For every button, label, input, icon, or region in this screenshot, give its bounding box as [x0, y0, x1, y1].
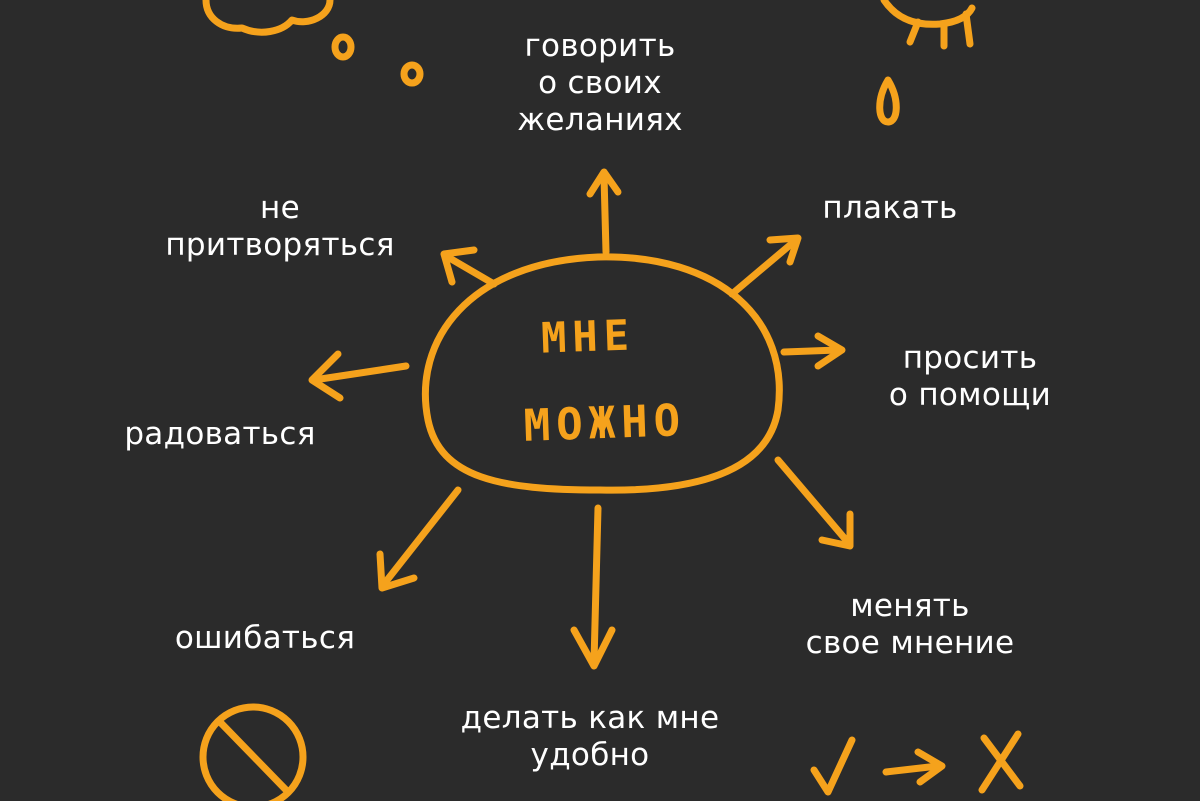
label-speak-wishes: говорить о своих желаниях [517, 28, 683, 138]
center-title-line-1: МНЕ [540, 310, 636, 363]
label-make-mistakes: ошибаться [174, 620, 356, 656]
arrow-up [586, 168, 622, 256]
arrow-down-right [774, 456, 854, 550]
sad-cloud-icon [202, 0, 424, 87]
label-do-as-convenient: делать как мне удобно [460, 700, 720, 773]
arrow-up-left [440, 246, 498, 288]
crying-eye-icon [876, 0, 976, 126]
label-cry: плакать [822, 190, 958, 226]
prohibition-sign-icon [199, 703, 307, 801]
arrow-down-left [376, 486, 462, 592]
label-change-mind: менять свое мнение [805, 588, 1015, 661]
arrow-right [780, 332, 846, 370]
label-rejoice: радоваться [124, 416, 316, 452]
label-not-pretend: не притворяться [165, 190, 395, 263]
arrow-left [308, 350, 410, 402]
center-title-line-2: МОЖНО [522, 395, 688, 452]
arrow-up-right [728, 234, 802, 298]
center-blob [421, 253, 783, 494]
check-arrow-cross-icon [810, 730, 1024, 796]
label-ask-help: просить о помощи [888, 340, 1052, 413]
arrow-down [570, 504, 616, 670]
